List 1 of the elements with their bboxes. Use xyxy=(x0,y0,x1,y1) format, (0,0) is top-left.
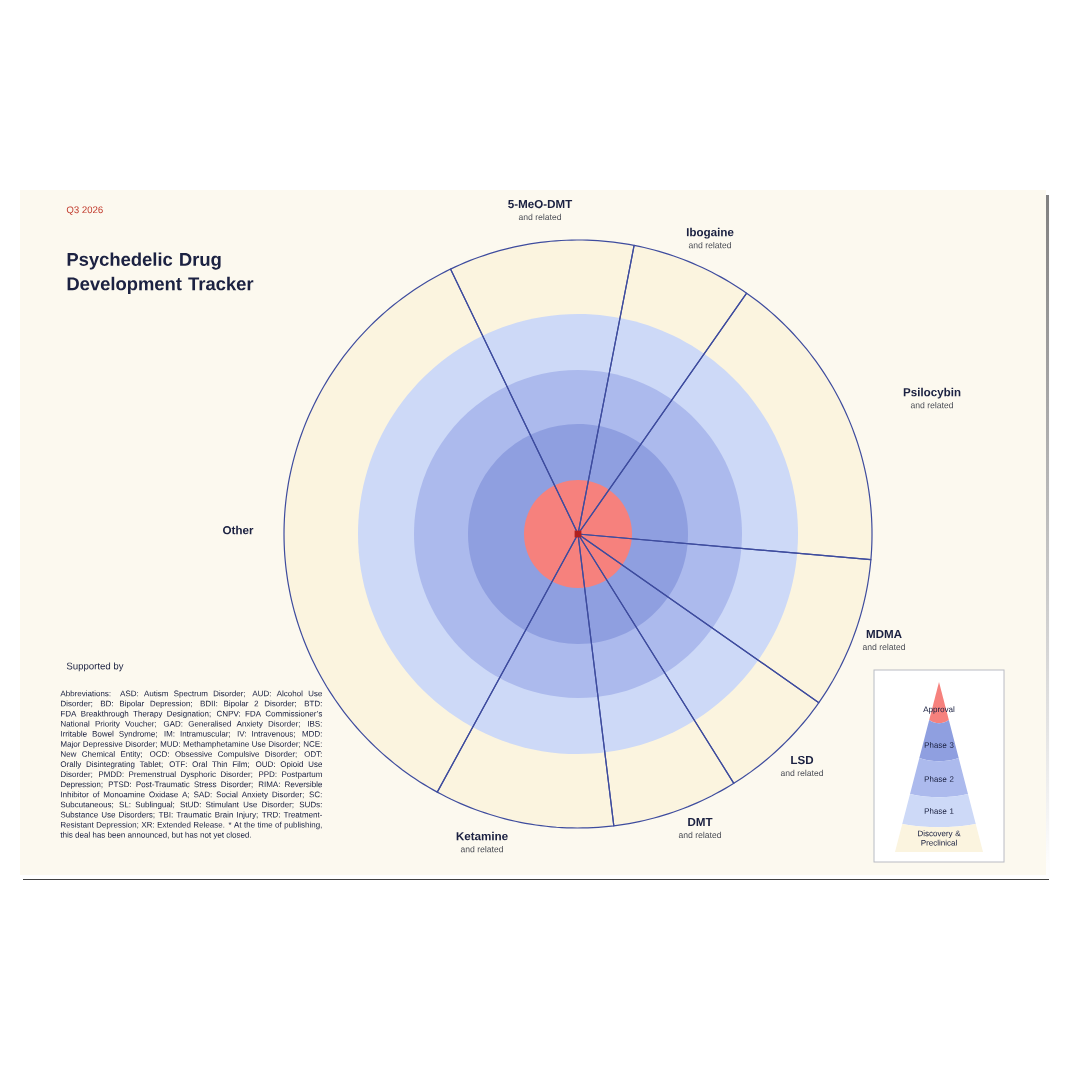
title: Psychedelic Drug Development Tracker xyxy=(67,252,254,294)
